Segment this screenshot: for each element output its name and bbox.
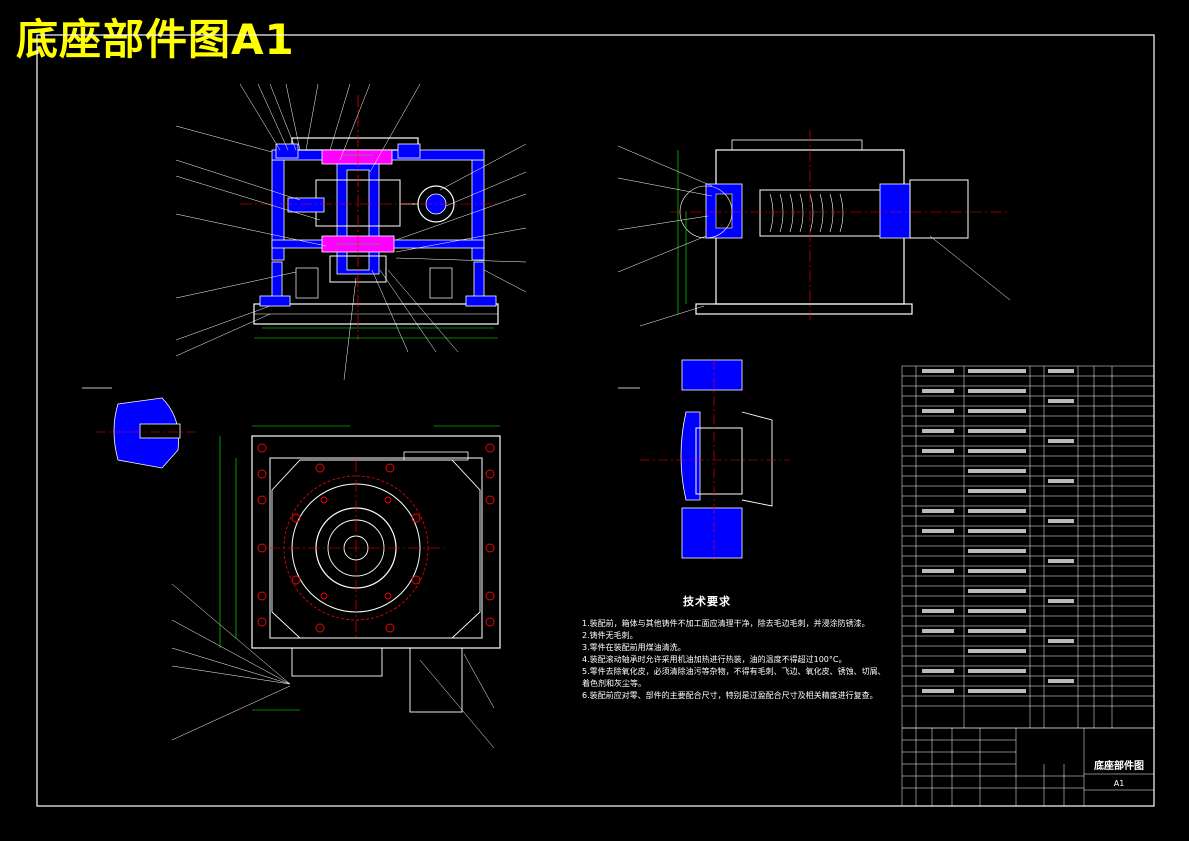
tech-req-line: 2.铸件无毛刺。 (582, 631, 638, 640)
tech-req-heading: 技术要求 (683, 595, 731, 608)
title-block-sheet-code: A1 (1113, 779, 1125, 788)
title-block (901, 727, 1155, 807)
tech-req-line: 6.装配前应对零、部件的主要配合尺寸，特别是过盈配合尺寸及相关精度进行复查。 (582, 691, 878, 700)
detail-z-view (82, 387, 196, 469)
parts-list-text (922, 369, 1074, 693)
technical-requirements: 技术要求 1.装配前，箱体与其他铸件不加工面应清理干净，除去毛边毛刺，并浸涂防锈… (582, 596, 882, 702)
drawing-title: 底座部件图A1 (16, 15, 295, 64)
tech-req-line: 1.装配前，箱体与其他铸件不加工面应清理干净，除去毛边毛刺，并浸涂防锈漆。 (582, 619, 870, 628)
side-view (617, 130, 1011, 327)
title-block-drawing-name: 底座部件图 (1094, 761, 1144, 772)
tech-req-line: 3.零件在装配前用煤油清洗。 (582, 643, 686, 652)
tech-req-line: 5.零件去除氧化皮，必须清除油污等杂物，不得有毛刺、飞边、氧化皮、锈蚀、切屑、油… (582, 667, 882, 676)
tech-req-line: 着色剂和灰尘等。 (582, 679, 646, 688)
top-view (171, 425, 501, 749)
tech-req-line: 4.装配滚动轴承时允许采用机油加热进行热装，油的温度不得超过100°C。 (582, 655, 847, 664)
parts-list-table (901, 365, 1155, 729)
detail-ii-view (618, 359, 790, 560)
front-section-view (175, 83, 527, 381)
